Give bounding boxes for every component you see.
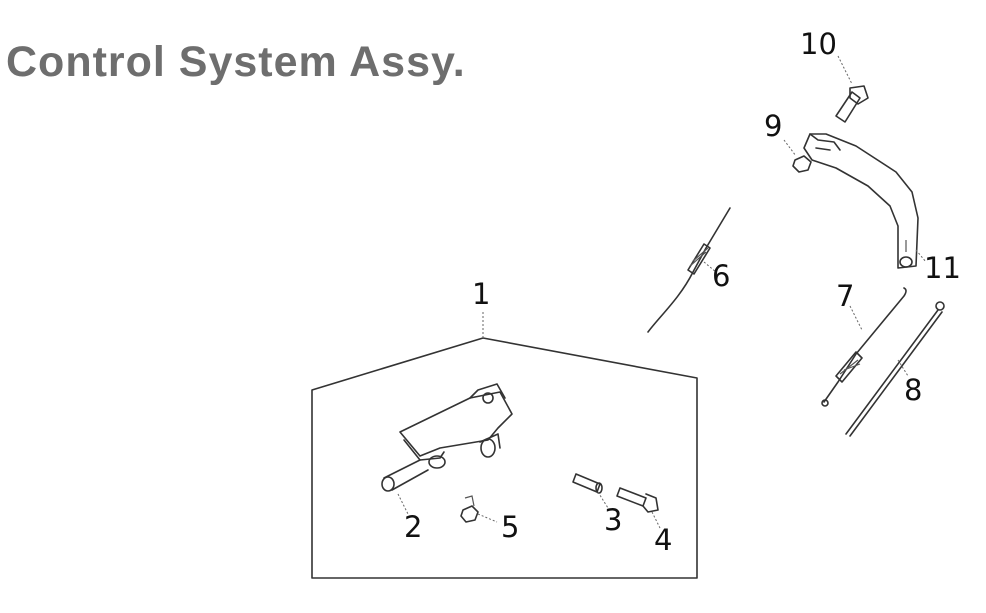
part-5-nut: [460, 495, 479, 523]
callout-8: 8: [904, 373, 922, 407]
callout-leader-11: [915, 249, 927, 263]
callout-leader-9: [783, 139, 797, 157]
part-10-bolt: [835, 85, 869, 123]
part-8-control-rod: [845, 301, 945, 437]
part-2-control-bracket: [381, 383, 513, 492]
callout-leader-3: [597, 491, 609, 509]
part-4-bolt: [616, 487, 659, 513]
part-11-lever-arm: [803, 133, 919, 269]
callout-7: 7: [836, 279, 854, 313]
assembly-group-outline: [311, 337, 698, 579]
callout-leader-10: [837, 55, 853, 85]
callout-leader-5: [477, 513, 498, 523]
part-9-nut: [792, 155, 812, 173]
callout-leader-6: [703, 261, 717, 273]
callout-4: 4: [654, 523, 672, 557]
callout-1: 1: [472, 277, 490, 311]
callout-leader-7: [849, 305, 863, 331]
callout-9: 9: [764, 109, 782, 143]
callout-10: 10: [800, 27, 837, 61]
callout-leader-4: [651, 511, 661, 529]
part-3-pin: [572, 473, 603, 494]
callout-2: 2: [404, 510, 422, 544]
part-6-cable: [647, 207, 731, 333]
callout-leader-8: [897, 359, 909, 377]
callout-3: 3: [604, 503, 622, 537]
callout-6: 6: [712, 259, 730, 293]
callout-5: 5: [501, 510, 519, 544]
diagram-title: Control System Assy.: [6, 38, 466, 86]
callout-11: 11: [924, 251, 961, 285]
part-7-spring-rod: [821, 287, 907, 407]
